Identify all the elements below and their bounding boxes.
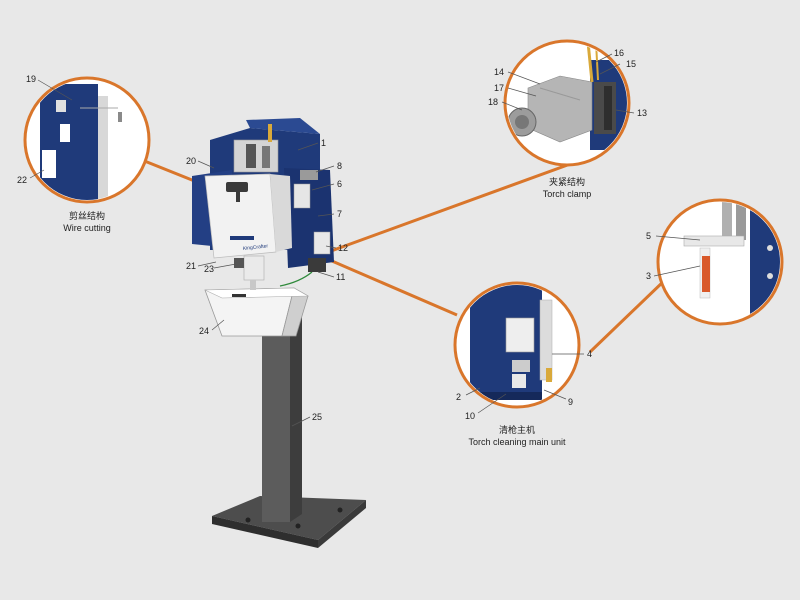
part-number-3: 3 — [646, 271, 651, 281]
leader-lines — [29, 53, 701, 427]
part-number-18: 18 — [488, 97, 498, 107]
stand-column — [262, 310, 302, 522]
part-number-17: 17 — [494, 83, 504, 93]
part-number-24: 24 — [199, 326, 209, 336]
part-number-13: 13 — [637, 108, 647, 118]
part-number-14: 14 — [494, 67, 504, 77]
caption-torch-clamp-cn: 夹紧结构 — [548, 177, 585, 187]
part-number-20: 20 — [186, 156, 196, 166]
part-numbers: 1 8 6 7 12 11 20 21 23 24 25 19 22 16 15… — [17, 48, 651, 422]
callout-torch-clamp — [503, 39, 631, 167]
connector-main-unit — [324, 256, 458, 317]
part-number-5: 5 — [646, 231, 651, 241]
brand-label: KingCrafter — [243, 243, 269, 252]
part-number-7: 7 — [337, 209, 342, 219]
part-number-19: 19 — [26, 74, 36, 84]
part-number-6: 6 — [337, 179, 342, 189]
callout-torch-side — [656, 198, 784, 326]
part-number-4: 4 — [587, 349, 592, 359]
part-number-11: 11 — [336, 272, 345, 282]
part-number-16: 16 — [614, 48, 624, 58]
caption-torch-clamp: 夹紧结构 Torch clamp — [527, 176, 607, 200]
callout-main-unit — [453, 281, 581, 409]
part-number-23: 23 — [204, 264, 214, 274]
caption-main-unit: 清枪主机 Torch cleaning main unit — [457, 424, 577, 448]
part-number-15: 15 — [626, 59, 636, 69]
part-number-8: 8 — [337, 161, 342, 171]
caption-main-unit-en: Torch cleaning main unit — [468, 437, 566, 447]
part-number-10: 10 — [465, 411, 475, 421]
callout-wire-cutting — [23, 76, 151, 204]
caption-torch-clamp-en: Torch clamp — [542, 189, 592, 199]
connector-torch-side — [588, 278, 667, 354]
part-number-25: 25 — [312, 412, 322, 422]
part-number-9: 9 — [568, 397, 573, 407]
part-number-12: 12 — [338, 243, 348, 253]
caption-wire-cutting-cn: 剪丝结构 — [68, 211, 105, 221]
part-number-1: 1 — [321, 138, 326, 148]
part-number-22: 22 — [17, 175, 27, 185]
caption-wire-cutting-en: Wire cutting — [63, 223, 111, 233]
caption-main-unit-cn: 清枪主机 — [498, 425, 535, 435]
part-number-2: 2 — [456, 392, 461, 402]
caption-wire-cutting: 剪丝结构 Wire cutting — [47, 210, 127, 234]
machine-body: KingCrafter — [192, 118, 334, 290]
part-number-21: 21 — [186, 261, 196, 271]
connector-torch-clamp — [319, 153, 596, 257]
spatter-hopper — [204, 287, 310, 337]
